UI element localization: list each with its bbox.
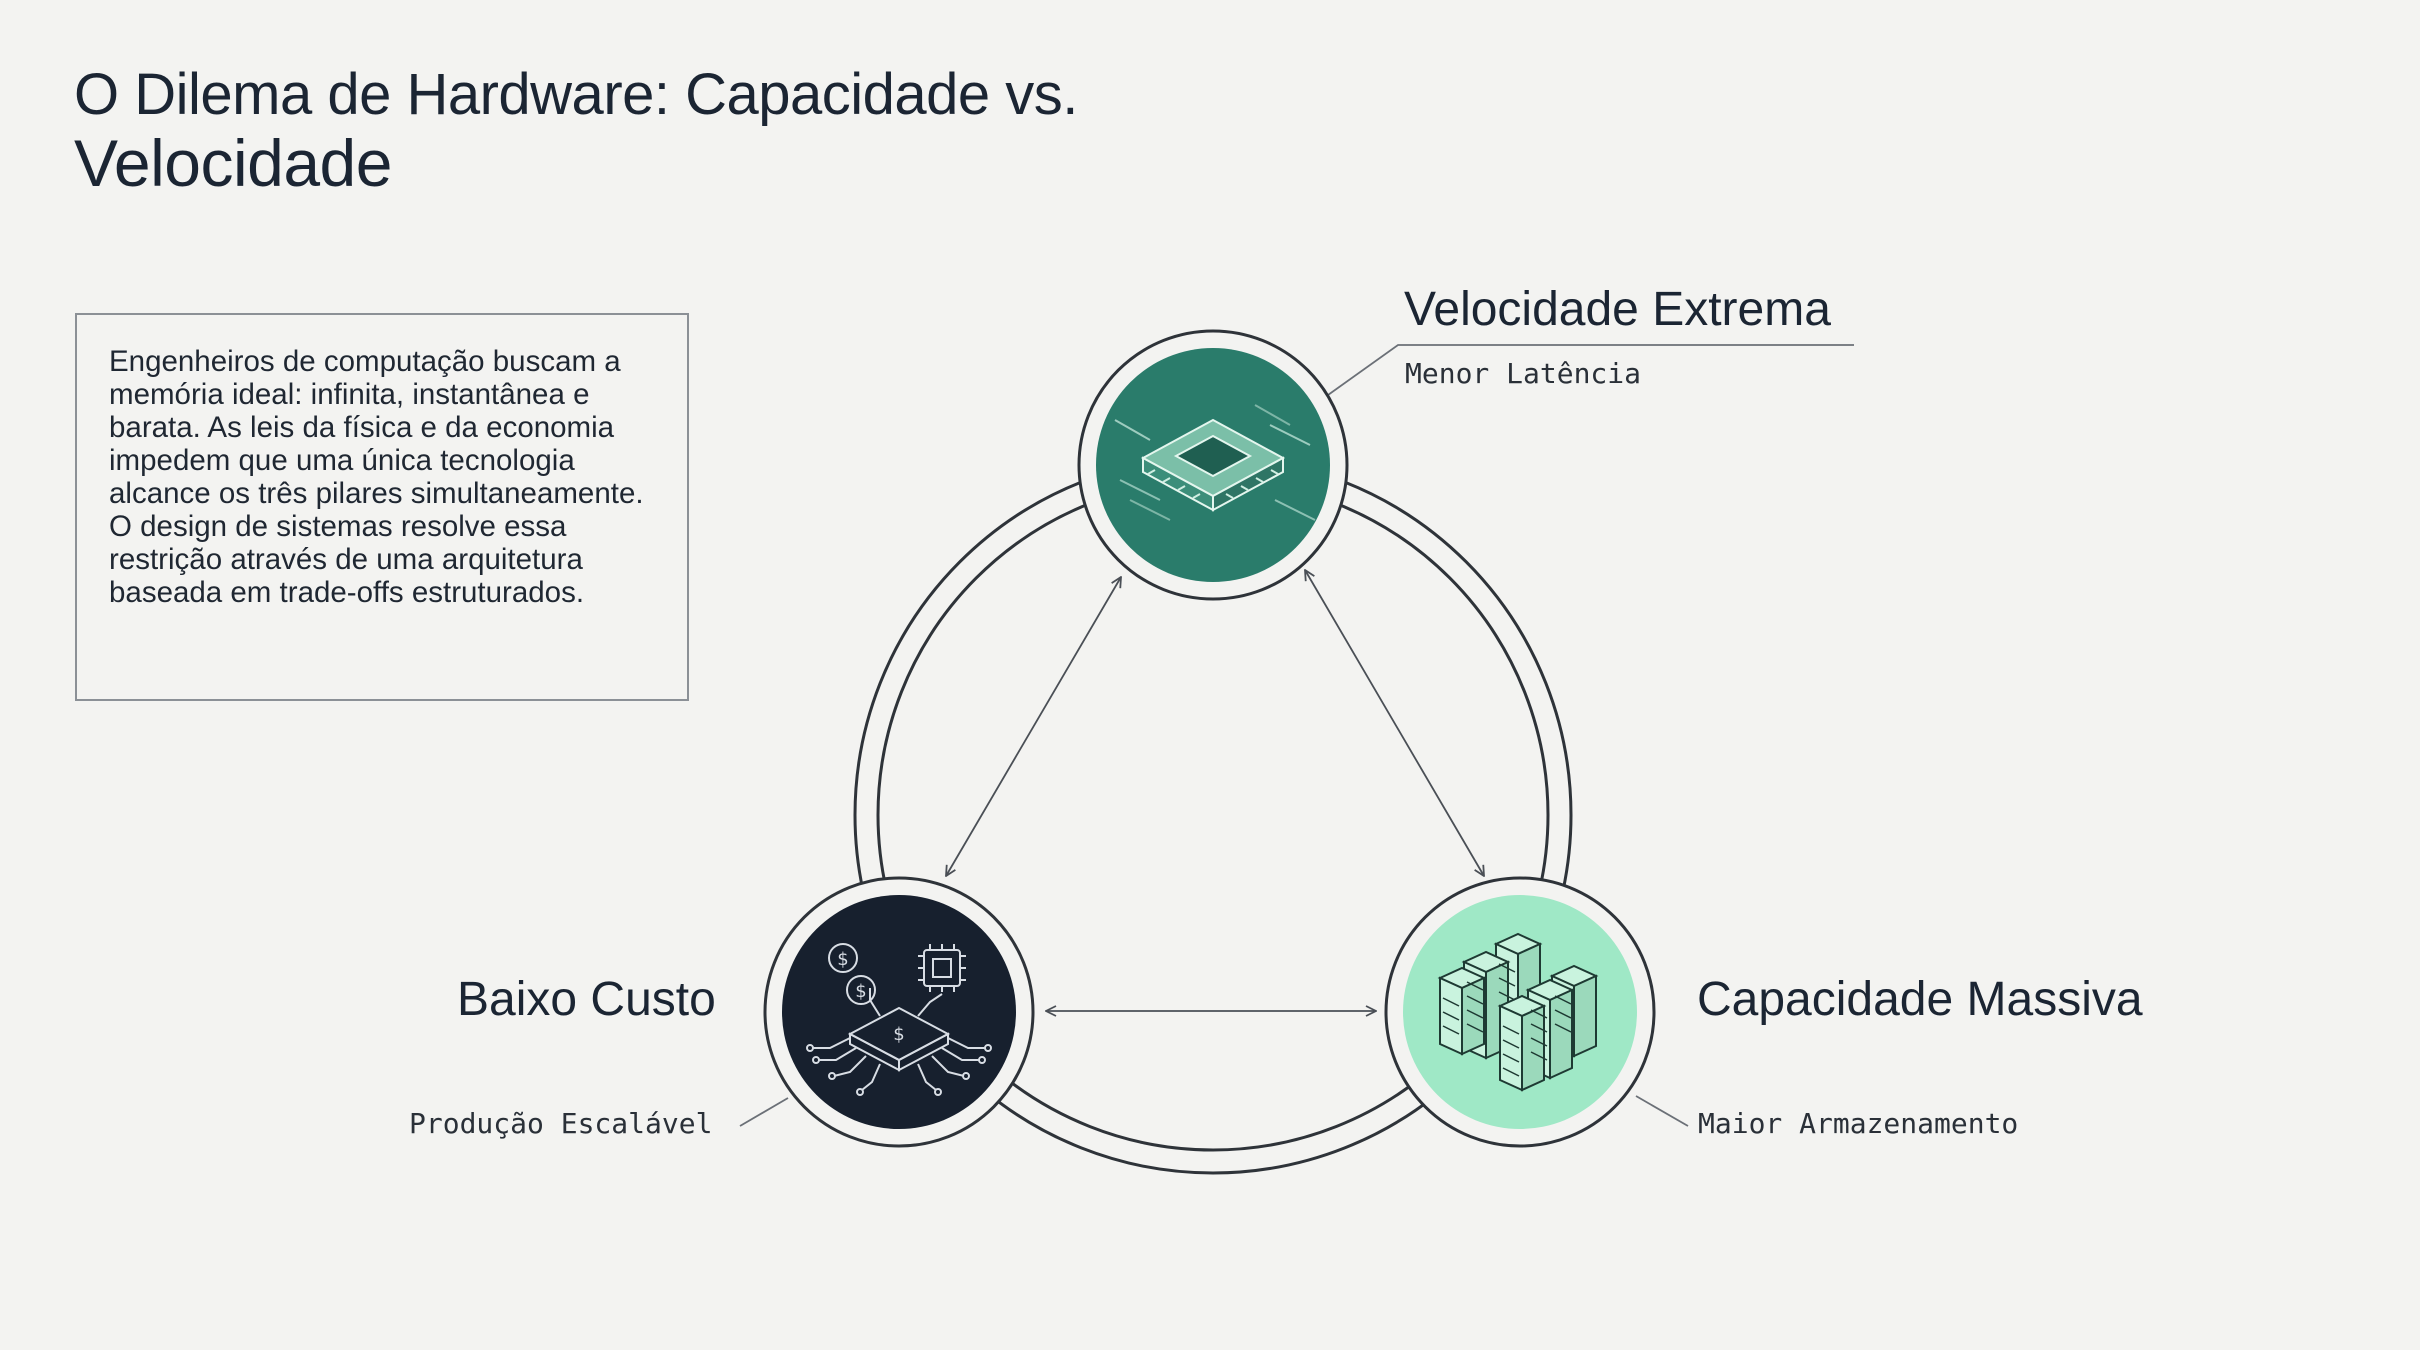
svg-text:$: $ bbox=[893, 1024, 904, 1045]
arrow-speed-capacity bbox=[1305, 570, 1484, 876]
node-cost-title: Baixo Custo bbox=[457, 973, 716, 1026]
node-capacity-subtitle: Maior Armazenamento bbox=[1698, 1107, 2019, 1140]
node-capacity-title: Capacidade Massiva bbox=[1697, 973, 2143, 1026]
page-title: O Dilema de Hardware: Capacidade vs. Vel… bbox=[74, 62, 1078, 198]
node-cost: $ $ $ bbox=[763, 876, 1035, 1148]
chip-with-coins-icon: $ $ $ bbox=[806, 943, 992, 1096]
arrow-speed-cost bbox=[946, 577, 1121, 876]
node-cost-fill bbox=[782, 895, 1016, 1129]
intro-text-box: Engenheiros de computação buscam a memór… bbox=[75, 313, 689, 701]
node-speed-subtitle: Menor Latência bbox=[1405, 357, 1642, 390]
page-title-line-2: Velocidade bbox=[74, 126, 392, 200]
svg-text:$: $ bbox=[855, 981, 866, 1002]
node-speed bbox=[1077, 329, 1349, 601]
page-title-line-1: O Dilema de Hardware: Capacidade vs. bbox=[74, 62, 1078, 127]
leader-line-cost bbox=[739, 1097, 789, 1127]
leader-line-capacity bbox=[1635, 1095, 1689, 1127]
processor-chip-icon bbox=[1114, 404, 1316, 521]
intro-paragraph: Engenheiros de computação buscam a memór… bbox=[109, 345, 644, 609]
node-capacity bbox=[1384, 876, 1656, 1148]
node-cost-subtitle: Produção Escalável bbox=[409, 1107, 713, 1140]
server-racks-icon bbox=[1437, 932, 1599, 1092]
leader-line-speed bbox=[1327, 344, 1854, 396]
svg-text:$: $ bbox=[837, 949, 848, 970]
node-speed-title: Velocidade Extrema bbox=[1404, 283, 1831, 336]
